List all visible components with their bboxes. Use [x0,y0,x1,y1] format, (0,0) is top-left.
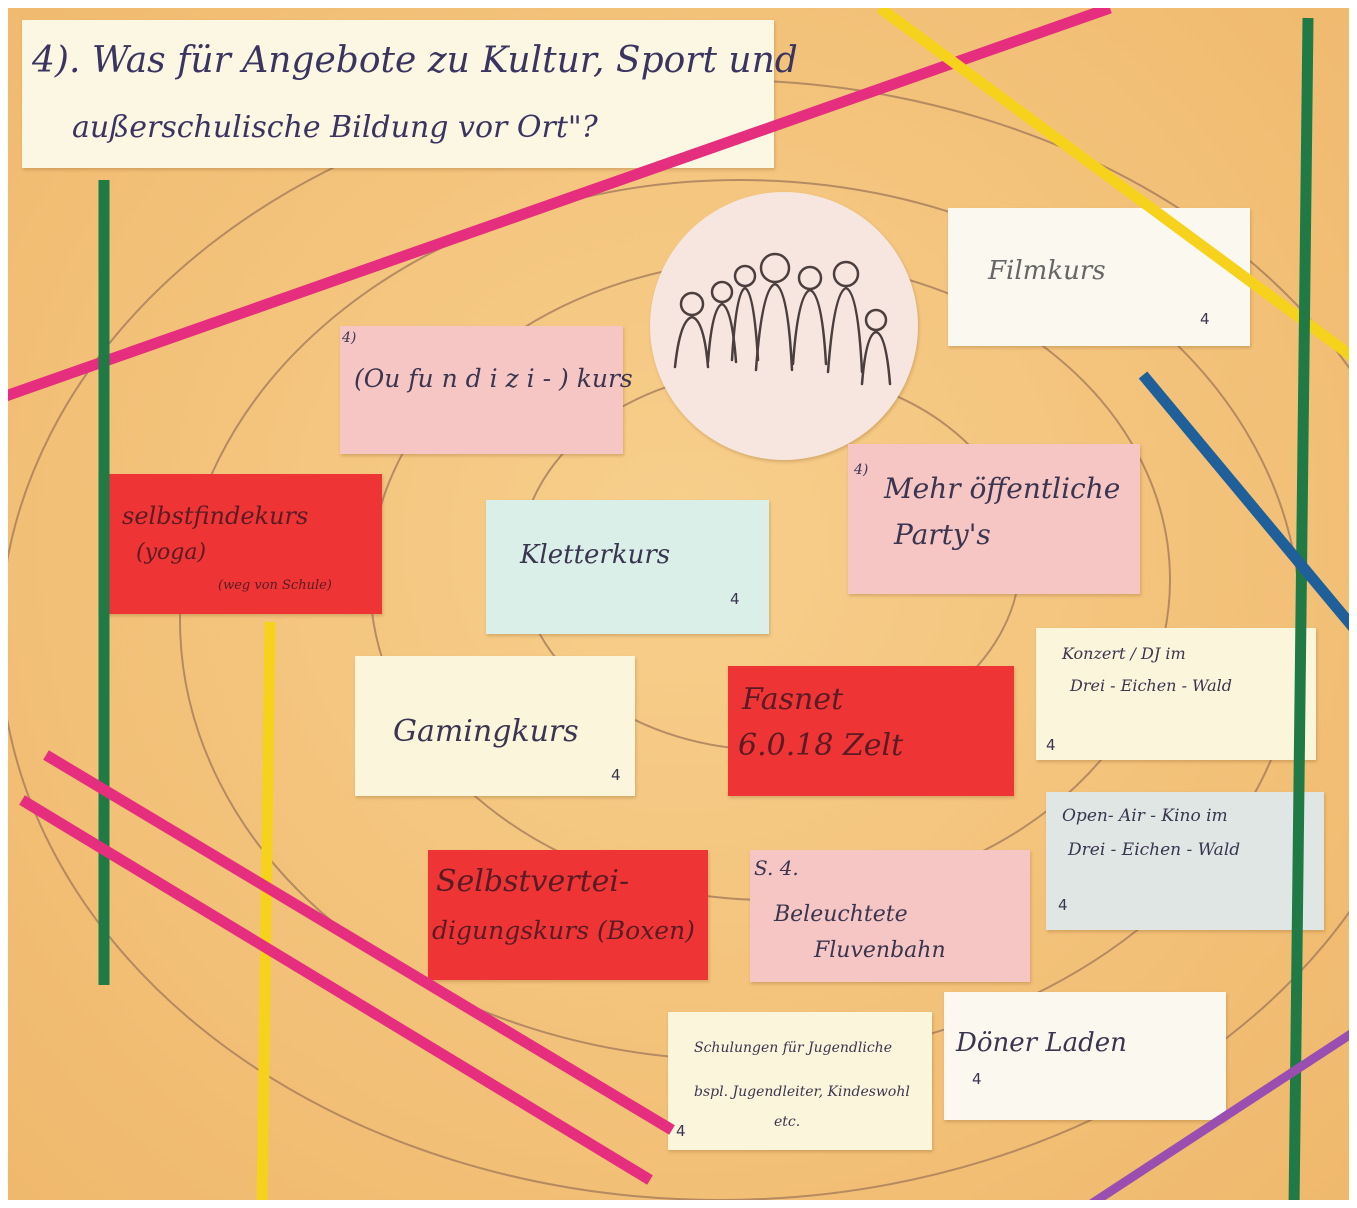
card-schulungen-line2: bspl. Jugendleiter, Kindeswohl [694,1084,910,1100]
card-fasnet-line2: 6.0.18 Zelt [738,728,904,763]
card-fasnet: Fasnet 6.0.18 Zelt [728,666,1014,796]
pink-ribbon-lower-1 [43,750,675,1135]
card-openair-line2: Drei - Eichen - Wald [1068,840,1241,860]
card-gamingkurs-count: 4 [611,766,621,784]
card-selbstverteidigung: Selbstvertei- digungskurs (Boxen) [428,850,708,980]
card-schulungen-line3: etc. [774,1114,801,1130]
card-schulungen-line1: Schulungen für Jugendliche [694,1040,892,1056]
card-openair-count: 4 [1058,896,1068,914]
card-party-marker: 4) [854,462,869,478]
people-circle [650,192,918,460]
card-flutlicht-marker: S. 4. [754,856,799,880]
card-kletterkurs-count: 4 [730,590,740,608]
card-schulungen: Schulungen für Jugendliche bspl. Jugendl… [668,1012,932,1150]
pink-ribbon-lower-2 [19,795,653,1185]
card-party-line2: Party's [894,518,991,551]
purple-ribbon-corner [1082,1026,1357,1208]
green-ribbon-right [1288,17,1314,1208]
title-line-2: außerschulische Bildung vor Ort"? [72,110,598,145]
card-selbstfinde-line2: (yoga) [136,540,207,565]
card-kletterkurs: Kletterkurs 4 [486,500,769,634]
card-selbstfinde: selbstfindekurs (yoga) (weg von Schule) [100,474,382,614]
card-fasnet-line1: Fasnet [742,682,844,717]
blue-ribbon-right [1138,371,1357,636]
title-line-1: 4). Was für Angebote zu Kultur, Sport un… [32,40,798,81]
yellow-ribbon-bottom [256,621,276,1208]
card-konzert-count: 4 [1046,736,1056,754]
card-kletterkurs-text: Kletterkurs [520,540,671,570]
card-flutlicht-line1: Beleuchtete [774,902,908,927]
card-filmkurs: Filmkurs 4 [948,208,1250,346]
group-people-icon [673,252,892,386]
card-gamingkurs-text: Gamingkurs [393,714,579,749]
title-card: 4). Was für Angebote zu Kultur, Sport un… [22,20,798,168]
card-konzert-line2: Drei - Eichen - Wald [1070,676,1233,695]
card-kurs: 4) (Ou fu n d i z i - ) kurs [340,326,633,454]
card-openair: Open- Air - Kino im Drei - Eichen - Wald… [1046,792,1324,930]
card-konzert: Konzert / DJ im Drei - Eichen - Wald 4 [1036,628,1316,760]
card-doener-count: 4 [972,1070,982,1088]
card-doener: Döner Laden 4 [944,992,1226,1120]
card-selbstfinde-line1: selbstfindekurs [122,502,309,530]
card-party: 4) Mehr öffentliche Party's [848,444,1140,594]
yellow-ribbon-top [876,3,1357,365]
card-kurs-text: (Ou fu n d i z i - ) kurs [354,364,633,393]
card-filmkurs-text: Filmkurs [988,256,1106,286]
card-filmkurs-count: 4 [1200,310,1210,328]
card-doener-text: Döner Laden [956,1028,1127,1058]
card-flutlicht: S. 4. Beleuchtete Fluvenbahn [750,850,1030,982]
card-selbstverteidigung-line2: digungskurs (Boxen) [432,916,695,945]
card-selbstverteidigung-line1: Selbstvertei- [436,864,630,899]
card-kurs-marker: 4) [342,330,357,346]
card-party-line1: Mehr öffentliche [884,472,1121,505]
card-gamingkurs: Gamingkurs 4 [355,656,635,796]
card-selbstfinde-line3: (weg von Schule) [218,578,332,593]
pink-ribbon-top [0,2,1112,404]
card-openair-line1: Open- Air - Kino im [1062,806,1228,826]
card-schulungen-count: 4 [676,1122,686,1140]
card-konzert-line1: Konzert / DJ im [1062,644,1186,663]
card-flutlicht-line2: Fluvenbahn [814,938,946,963]
